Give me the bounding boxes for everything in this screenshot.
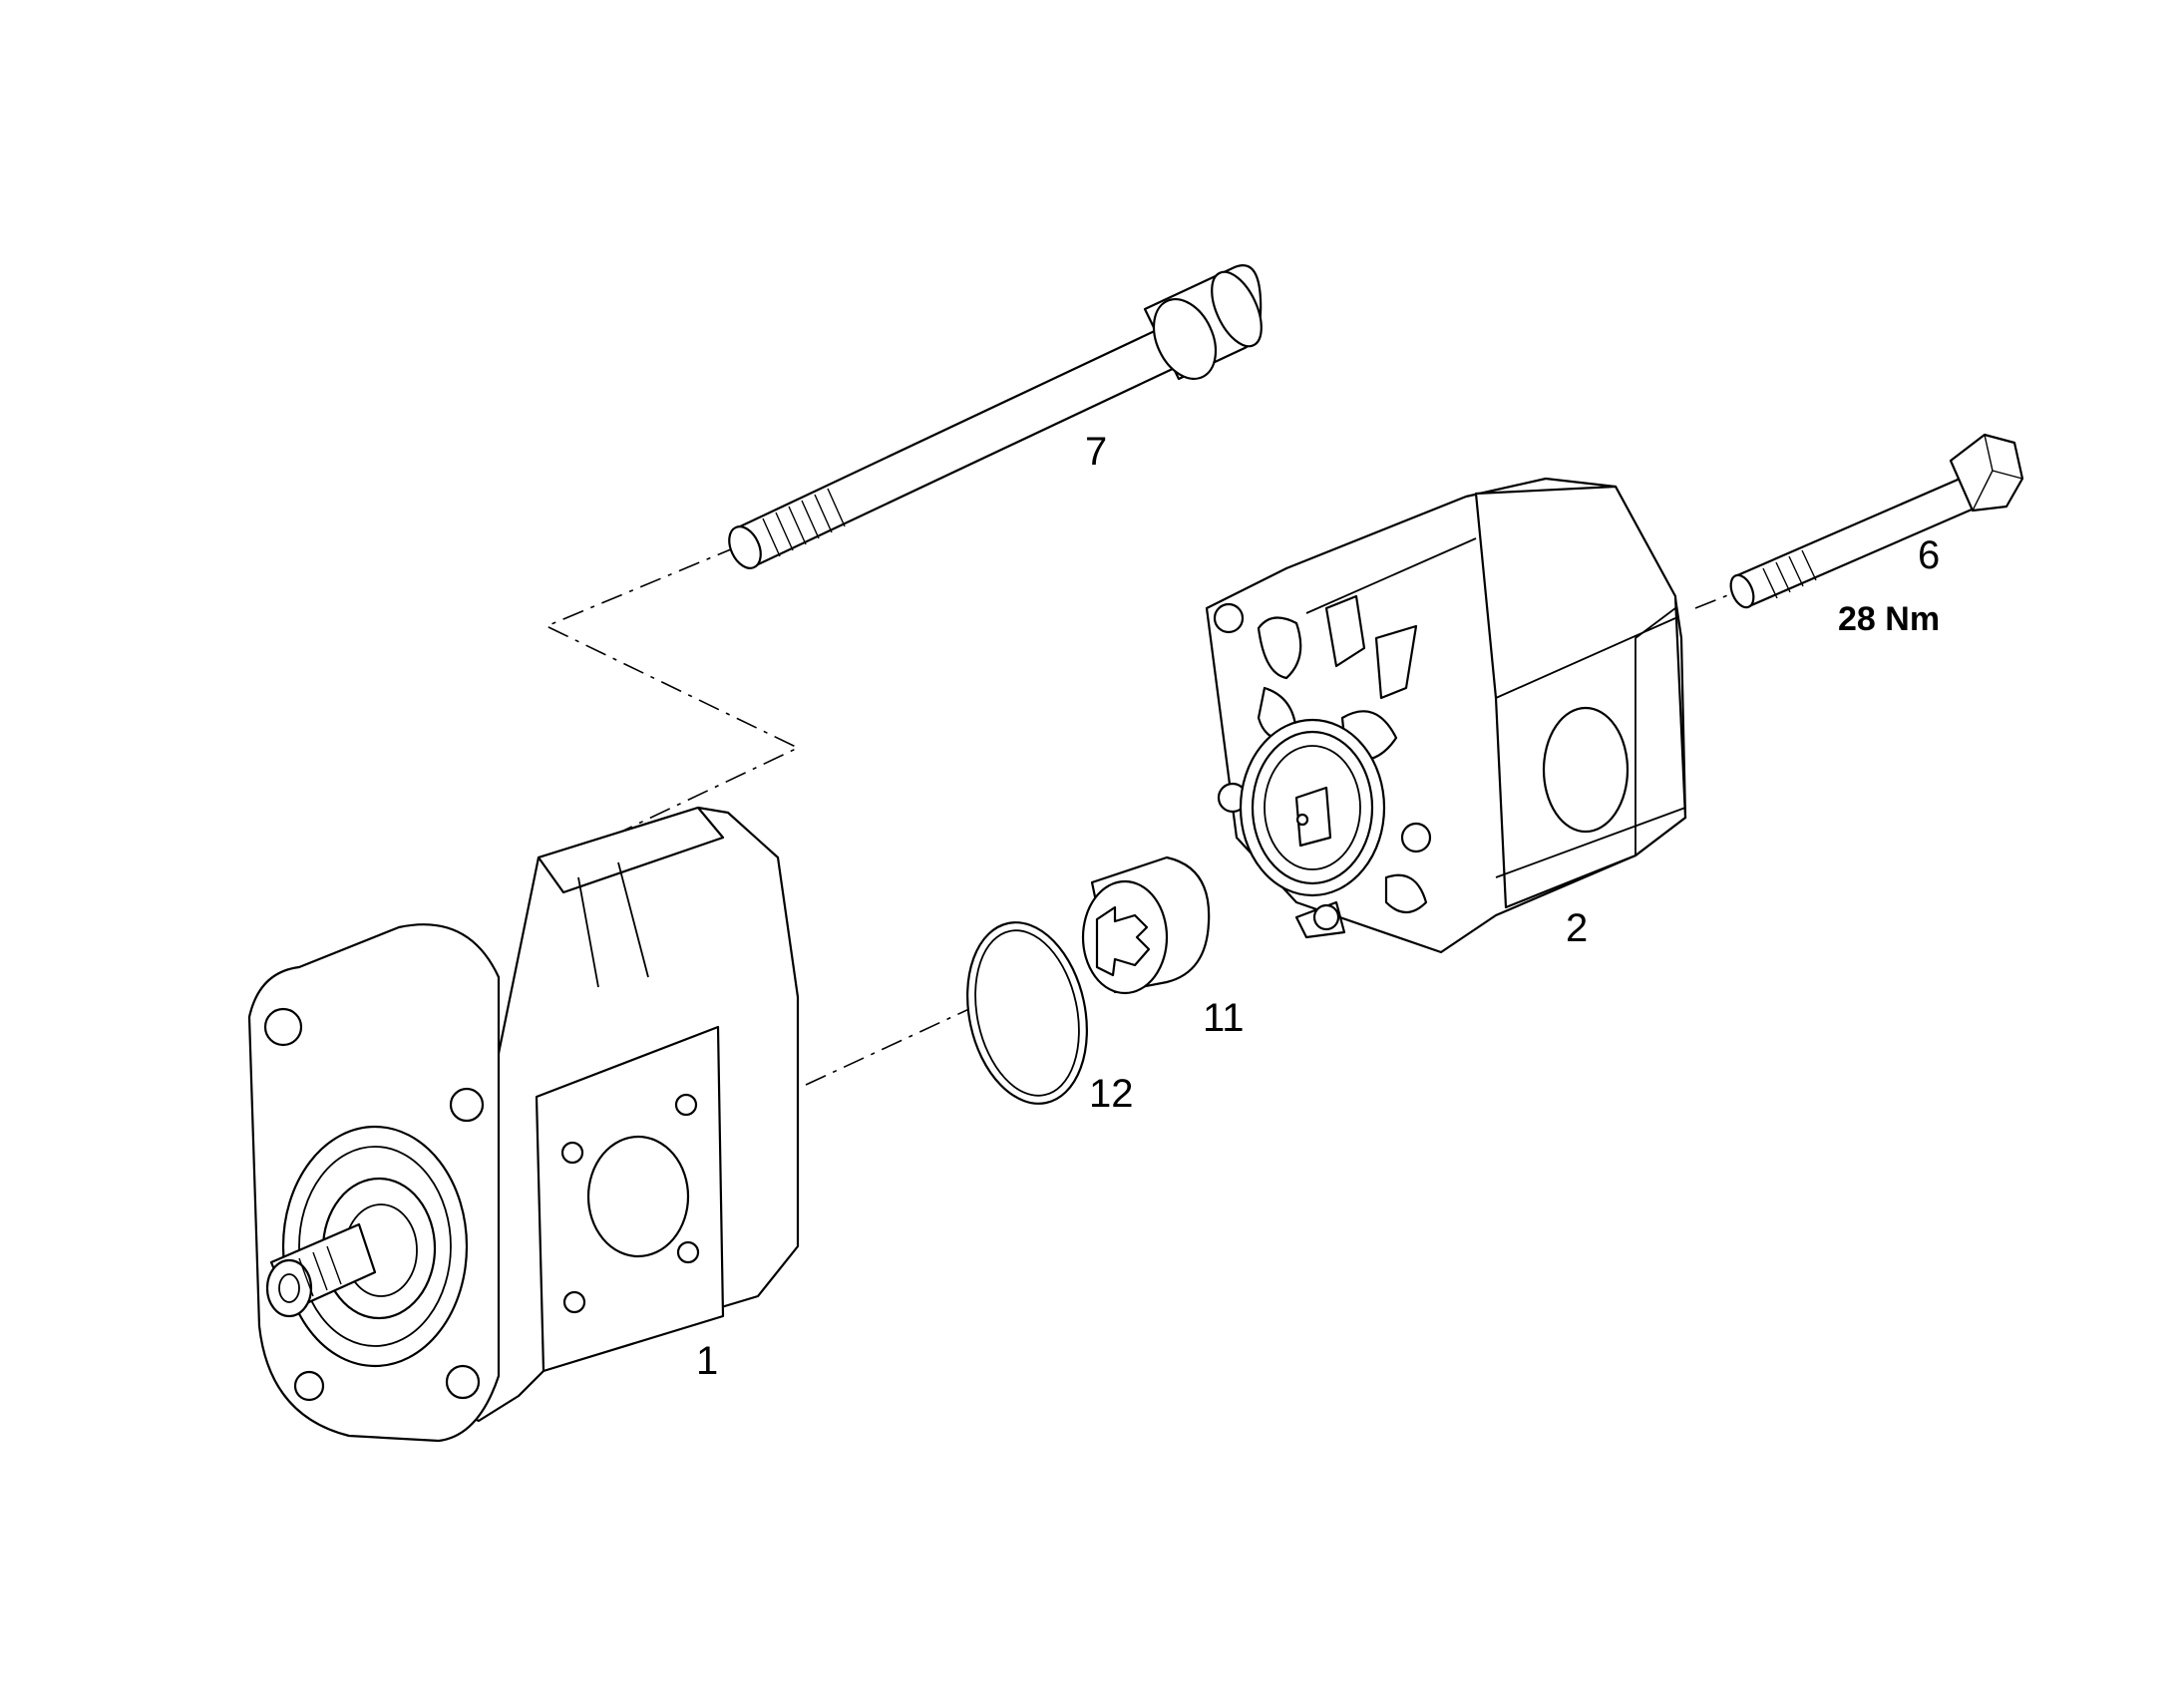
o-ring-part-12 xyxy=(966,921,1088,1105)
callout-label-1: 1 xyxy=(696,1339,718,1383)
callout-label-2: 2 xyxy=(1566,906,1588,950)
cap-screw-part-7 xyxy=(728,264,1263,569)
coupling-part-11 xyxy=(1081,855,1211,995)
hex-bolt-part-6 xyxy=(1729,433,2024,609)
callout-label-6: 6 xyxy=(1918,533,1940,577)
callout-label-11: 11 xyxy=(1203,996,1245,1040)
callout-labels: 7 6 28 Nm 2 11 12 1 xyxy=(696,430,1940,1383)
callout-label-12: 12 xyxy=(1089,1072,1134,1116)
callout-label-7: 7 xyxy=(1085,430,1107,474)
pump-section-part-2 xyxy=(1205,477,1687,954)
pump-housing-part-1 xyxy=(247,806,800,1443)
torque-spec-label: 28 Nm xyxy=(1838,600,1940,638)
